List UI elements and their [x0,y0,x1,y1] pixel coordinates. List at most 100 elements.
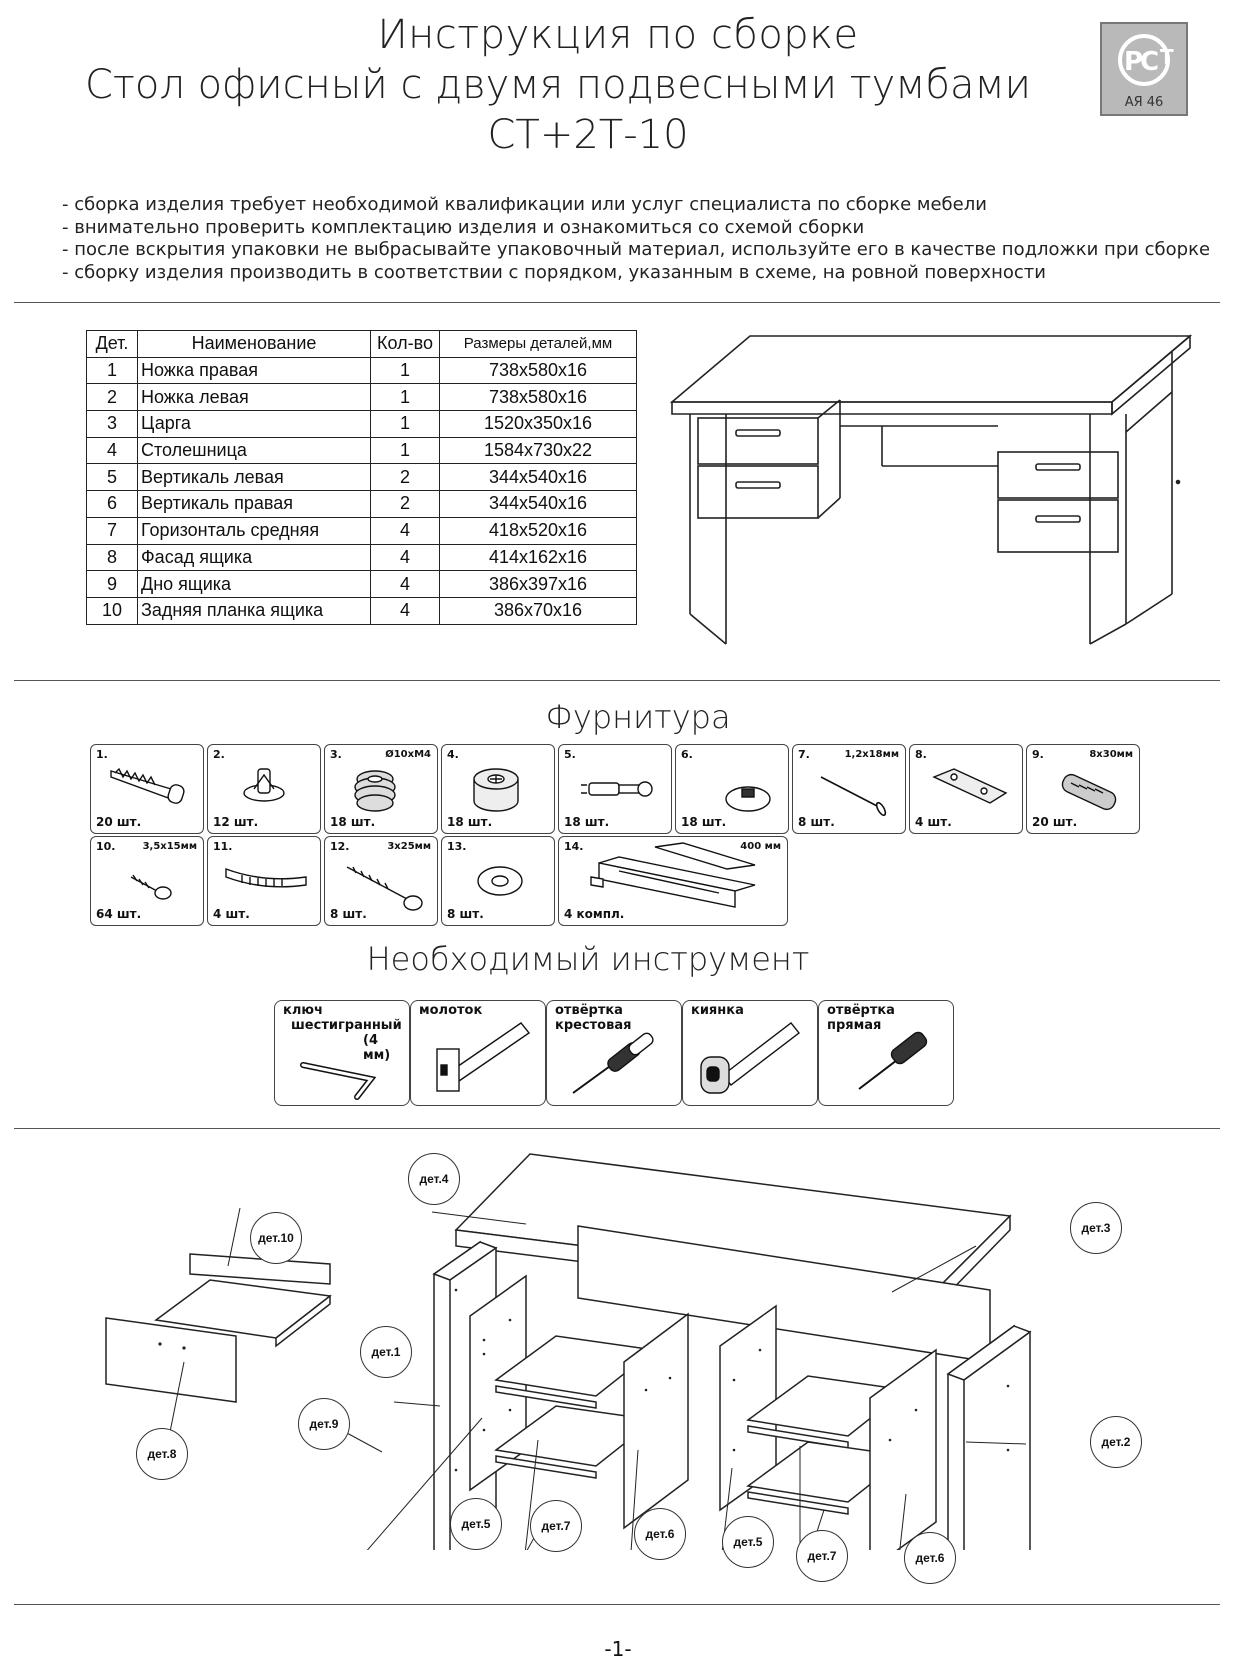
item-qty: 18 шт. [447,815,493,829]
cam-dowel-icon [581,781,653,797]
column-header: Наименование [137,330,371,358]
product-name: Стол офисный с двумя подвесными тумбами [85,62,1031,108]
hardware-item-11: 11. 4 шт. [207,836,321,926]
part-qty: 2 [370,490,440,518]
item-size: 8х30мм [1089,749,1133,760]
tool-hammer: молоток [410,1000,546,1106]
part-name: Фасад ящика [137,543,371,572]
part-qty: 1 [370,383,440,412]
desk-illustration [669,334,1193,645]
item-qty: 64 шт. [96,907,142,921]
item-number: 11. [213,840,233,853]
hardware-item-8: 8. 4 шт. [909,744,1023,834]
part-size: 386x70x16 [439,596,637,625]
label-det-4: дет.4 [408,1153,460,1205]
hardware-item-14: 14. 400 мм 4 компл. [558,836,788,926]
part-number: 2 [86,383,138,412]
note-item: - сборку изделия производить в соответст… [62,261,1046,283]
item-qty: 4 компл. [564,907,625,921]
confirmat-screw-icon [110,767,185,804]
hardware-item-12: 12. 3х25мм 8 шт. [324,836,438,926]
product-code: СТ+2Т-10 [487,112,689,158]
item-number: 5. [564,748,576,761]
item-size: 3х25мм [387,841,431,852]
item-number: 13. [447,840,467,853]
nail-icon [820,776,887,817]
divider [14,302,1220,303]
svg-text:Т: Т [1160,45,1174,69]
item-number: 12. [330,840,350,853]
part-qty: 2 [370,463,440,492]
part-size: 738x580x16 [439,383,637,412]
part-name: Ножка правая [137,356,371,385]
item-size: 400 мм [740,841,781,852]
item-qty: 18 шт. [330,815,376,829]
item-number: 6. [681,748,693,761]
tool-label: киянка [691,1003,744,1018]
flat-screwdriver-icon [858,1031,928,1090]
hardware-item-4: 4. 18 шт. [441,744,555,834]
part-qty: 4 [370,570,440,598]
item-number: 8. [915,748,927,761]
bracket-plate-icon [932,768,1008,804]
item-number: 3. [330,748,342,761]
part-qty: 4 [370,543,440,572]
insert-nut-icon [354,770,396,812]
label-det-7: дет.7 [796,1530,848,1582]
hardware-item-1: 1. 20 шт. [90,744,204,834]
note-item: - внимательно проверить комплектацию изд… [62,216,865,238]
column-header: Кол-во [370,330,440,358]
part-name: Столешница [137,436,371,465]
hardware-item-9: 9. 8х30мм 20 шт. [1026,744,1140,834]
item-qty: 8 шт. [330,907,367,921]
cert-label: АЯ 46 [1124,95,1164,110]
part-qty: 1 [370,436,440,465]
phillips-screwdriver-icon [572,1032,654,1094]
part-name: Вертикаль левая [137,463,371,492]
part-size: 344x540x16 [439,490,637,518]
item-size: 1,2х18мм [844,749,899,760]
note-item: - после вскрытия упаковки не выбрасывайт… [62,239,1211,260]
part-name: Дно ящика [137,570,371,598]
label-det-1: дет.1 [360,1326,412,1378]
table-header-row: Дет. Наименование Кол-во Размеры деталей… [86,330,637,358]
long-screw-icon [346,866,423,911]
hardware-item-2: 2. 12 шт. [207,744,321,834]
item-number: 14. [564,840,584,853]
item-qty: 18 шт. [681,815,727,829]
svg-text:Р: Р [1124,47,1143,77]
part-qty: 1 [370,356,440,385]
part-number: 4 [86,436,138,465]
item-qty: 20 шт. [96,815,142,829]
label-det-5: дет.5 [450,1498,502,1550]
part-size: 344x540x16 [439,463,637,492]
part-number: 3 [86,410,138,438]
part-qty: 1 [370,410,440,438]
hardware-item-10: 10. 3,5х15мм 64 шт. [90,836,204,926]
eccentric-cam-icon [473,768,519,812]
label-det-6: дет.6 [904,1532,956,1584]
item-qty: 8 шт. [447,907,484,921]
short-screw-icon [130,874,172,900]
part-number: 9 [86,570,138,598]
label-det-6: дет.6 [634,1508,686,1560]
part-name: Задняя планка ящика [137,596,371,625]
part-number: 7 [86,516,138,545]
part-name: Вертикаль правая [137,490,371,518]
hardware-item-6: 6. 18 шт. [675,744,789,834]
part-number: 1 [86,356,138,385]
document-title: Инструкция по сборке [377,12,859,58]
part-size: 414x162x16 [439,543,637,572]
